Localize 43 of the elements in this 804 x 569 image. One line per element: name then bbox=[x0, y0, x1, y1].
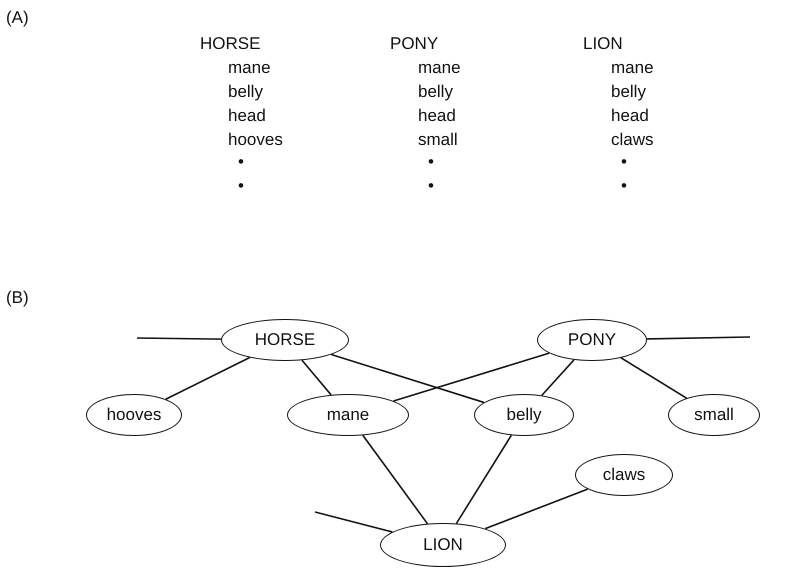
node-label: claws bbox=[602, 464, 646, 486]
text-label: hooves bbox=[228, 130, 283, 150]
connector-line bbox=[362, 434, 428, 524]
connector-line bbox=[646, 336, 750, 340]
text-label: head bbox=[228, 106, 266, 126]
text-label: head bbox=[418, 106, 456, 126]
node-label: hooves bbox=[106, 404, 162, 426]
connector-line bbox=[484, 488, 588, 530]
text-label: HORSE bbox=[200, 34, 260, 54]
connector-line bbox=[456, 434, 512, 524]
connector-line bbox=[541, 359, 575, 396]
text-label: • bbox=[238, 152, 244, 172]
text-label: PONY bbox=[390, 34, 438, 54]
text-label: (A) bbox=[6, 8, 29, 28]
text-label: • bbox=[621, 176, 627, 196]
node-label: LION bbox=[423, 534, 463, 556]
node-label: mane bbox=[326, 404, 370, 426]
text-label: mane bbox=[228, 58, 271, 78]
node-label: small bbox=[694, 404, 734, 426]
connector-line bbox=[165, 356, 250, 400]
connector-line bbox=[620, 357, 687, 399]
text-label: • bbox=[238, 176, 244, 196]
text-label: • bbox=[621, 152, 627, 172]
connector-line bbox=[393, 352, 550, 402]
connector-line bbox=[301, 360, 332, 396]
text-label: head bbox=[611, 106, 649, 126]
text-label: belly bbox=[611, 82, 646, 102]
node-label: HORSE bbox=[254, 329, 316, 352]
connector-line bbox=[314, 511, 393, 533]
text-label: mane bbox=[611, 58, 654, 78]
connector-line bbox=[136, 337, 222, 340]
text-label: mane bbox=[418, 58, 461, 78]
text-label: belly bbox=[228, 82, 263, 102]
connector-line bbox=[331, 354, 484, 404]
node-label: belly bbox=[506, 404, 542, 426]
text-label: • bbox=[428, 152, 434, 172]
text-label: (B) bbox=[6, 288, 29, 308]
text-label: small bbox=[418, 130, 458, 150]
text-label: LION bbox=[583, 34, 623, 54]
text-label: belly bbox=[418, 82, 453, 102]
text-label: claws bbox=[611, 130, 654, 150]
node-label: PONY bbox=[568, 329, 616, 352]
text-label: • bbox=[428, 176, 434, 196]
